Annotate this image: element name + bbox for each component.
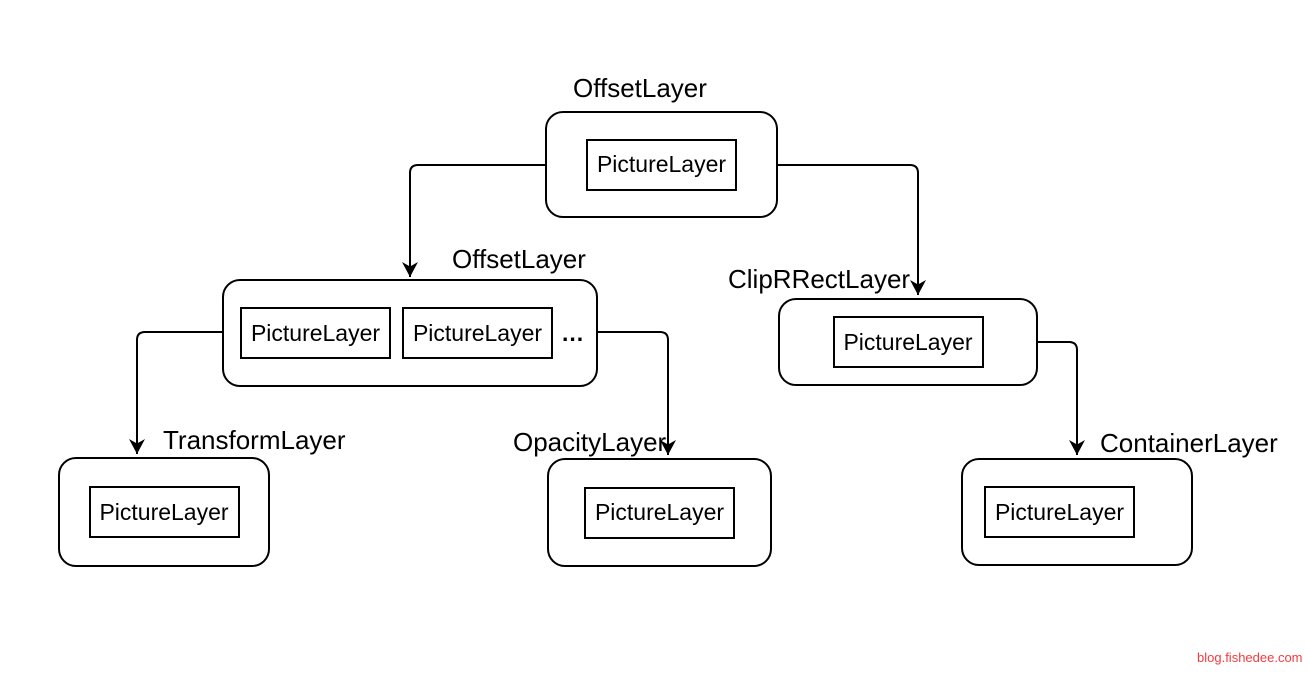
picturelayer-box: PictureLayer <box>832 316 984 368</box>
more-children-ellipsis: ... <box>562 319 585 346</box>
picturelayer-box: PictureLayer <box>586 138 737 191</box>
node-label-offsetlayer-root: OffsetLayer <box>573 73 707 103</box>
picturelayer-box: PictureLayer <box>984 486 1135 538</box>
node-label-opacitylayer: OpacityLayer <box>513 427 667 457</box>
node-offsetlayer-2: PictureLayer PictureLayer ... <box>222 279 598 387</box>
edge-cliprrect-to-container <box>1038 341 1085 455</box>
picturelayer-box: PictureLayer <box>88 486 240 538</box>
node-label-cliprrectlayer: ClipRRectLayer <box>728 264 911 294</box>
node-label-containerlayer: ContainerLayer <box>1100 428 1278 458</box>
picturelayer-box: PictureLayer <box>584 486 735 539</box>
node-opacitylayer: PictureLayer <box>547 458 772 567</box>
node-label-transformlayer: TransformLayer <box>163 425 346 455</box>
node-cliprrectlayer: PictureLayer <box>778 298 1038 386</box>
node-offsetlayer-root: PictureLayer <box>545 111 778 218</box>
picturelayer-box: PictureLayer <box>402 307 553 359</box>
node-label-offsetlayer-2: OffsetLayer <box>452 244 586 274</box>
node-transformlayer: PictureLayer <box>58 457 270 567</box>
picturelayer-box: PictureLayer <box>240 307 391 359</box>
node-containerlayer: PictureLayer <box>961 458 1193 566</box>
watermark-text: blog.fishedee.com <box>1197 650 1303 665</box>
